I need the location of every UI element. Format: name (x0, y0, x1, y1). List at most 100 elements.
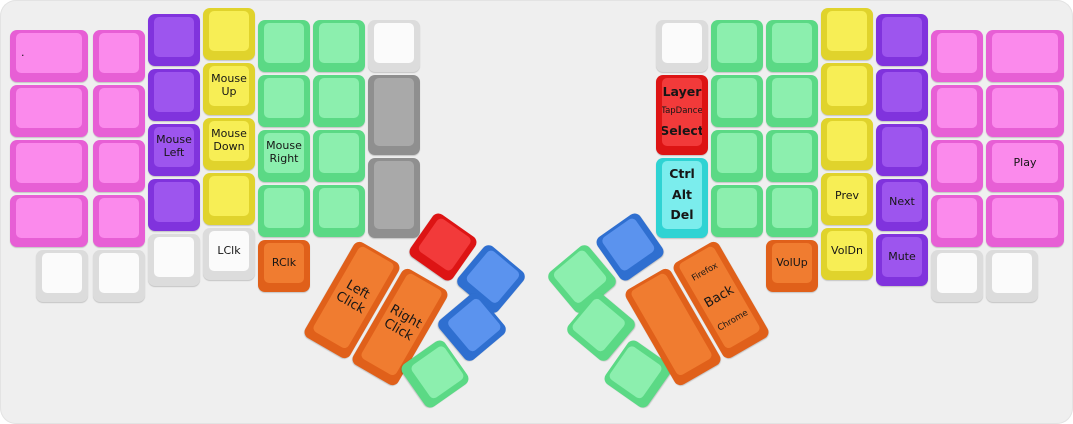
key-label: Mouse (156, 133, 192, 147)
key-next[interactable]: Next (876, 179, 928, 231)
key-blank[interactable] (258, 20, 310, 72)
key-blank[interactable] (36, 250, 88, 302)
keycap-top (264, 188, 304, 228)
key-label: RClk (271, 255, 297, 269)
key-blank[interactable] (368, 75, 420, 155)
key-blank[interactable] (313, 75, 365, 127)
key-voldn[interactable]: VolDn (821, 228, 873, 280)
key-blank[interactable] (821, 63, 873, 115)
key-blank[interactable] (986, 195, 1064, 247)
key-blank[interactable] (766, 20, 818, 72)
keycap-top (99, 88, 139, 128)
keycap-top (374, 78, 414, 146)
keycap-top (717, 23, 757, 63)
key-blank[interactable] (148, 69, 200, 121)
key-lclk[interactable]: LClk (203, 228, 255, 280)
keycap-top (827, 66, 867, 106)
key-blank[interactable] (711, 20, 763, 72)
key-label: Mouse (211, 127, 247, 141)
keycap-top (772, 133, 812, 173)
key-blank[interactable] (766, 75, 818, 127)
keycap-top (154, 72, 194, 112)
keycap-top (937, 198, 977, 238)
key-blank[interactable] (93, 140, 145, 192)
key-blank[interactable] (986, 85, 1064, 137)
keycap-top (16, 143, 82, 183)
key-blank[interactable] (368, 158, 420, 238)
keycap-top (416, 216, 473, 273)
keycap-top (937, 143, 977, 183)
key-rclk[interactable]: RClk (258, 240, 310, 292)
key-blank[interactable]: . (10, 30, 88, 82)
key-blank[interactable] (931, 195, 983, 247)
keycap-top (827, 11, 867, 51)
key-blank[interactable] (766, 130, 818, 182)
key-blank[interactable] (10, 195, 88, 247)
key-blank[interactable] (821, 118, 873, 170)
key-blank[interactable] (931, 250, 983, 302)
key-blank[interactable] (931, 85, 983, 137)
keycap-top: Mute (882, 237, 922, 277)
key-blank[interactable] (876, 14, 928, 66)
key-blank[interactable] (203, 8, 255, 60)
key-blank[interactable] (313, 20, 365, 72)
key-blank[interactable] (258, 185, 310, 237)
keycap-top (154, 182, 194, 222)
key-prev[interactable]: Prev (821, 173, 873, 225)
key-volup[interactable]: VolUp (766, 240, 818, 292)
key-mute[interactable]: Mute (876, 234, 928, 286)
keycap-top (882, 17, 922, 57)
key-blank[interactable] (931, 30, 983, 82)
keycap-top (16, 88, 82, 128)
keycap-top (99, 143, 139, 183)
key-blank[interactable] (876, 124, 928, 176)
key-blank[interactable] (203, 173, 255, 225)
key-label: Mouse (211, 72, 247, 86)
key-blank[interactable] (986, 30, 1064, 82)
key-blank[interactable] (148, 234, 200, 286)
key-blank[interactable] (876, 69, 928, 121)
key-label: Select (662, 123, 702, 139)
keycap-top (717, 78, 757, 118)
key-blank[interactable] (986, 250, 1038, 302)
key-blank[interactable] (931, 140, 983, 192)
key-label: Right (269, 152, 299, 165)
keycap-top (319, 133, 359, 173)
key-blank[interactable] (711, 75, 763, 127)
keycap-top (662, 23, 702, 63)
keycap-top (992, 88, 1058, 128)
key-blank[interactable] (313, 130, 365, 182)
key-blank[interactable] (148, 14, 200, 66)
key-blank[interactable] (313, 185, 365, 237)
key-blank[interactable] (711, 130, 763, 182)
key-blank[interactable] (148, 179, 200, 231)
key-blank[interactable] (93, 30, 145, 82)
key-label: Back (701, 282, 737, 311)
key-blank[interactable] (711, 185, 763, 237)
key-blank[interactable] (656, 20, 708, 72)
key-blank[interactable] (93, 250, 145, 302)
key-play[interactable]: Play (986, 140, 1064, 192)
key-blank[interactable] (10, 140, 88, 192)
keycap-top (717, 188, 757, 228)
key-blank[interactable] (821, 8, 873, 60)
key-blank[interactable] (258, 75, 310, 127)
key-blank[interactable] (93, 195, 145, 247)
key-label: Alt (672, 186, 692, 202)
keycap-top (937, 88, 977, 128)
key-blank[interactable] (766, 185, 818, 237)
keycap-top (209, 11, 249, 51)
keycap-top: Next (882, 182, 922, 222)
key-blank[interactable] (10, 85, 88, 137)
key-blank[interactable] (368, 20, 420, 72)
key-blank[interactable] (93, 85, 145, 137)
